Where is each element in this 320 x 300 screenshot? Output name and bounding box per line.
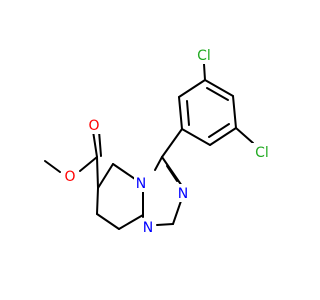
bond xyxy=(166,165,178,182)
bond xyxy=(96,187,99,215)
bond xyxy=(79,156,98,172)
bond xyxy=(204,79,234,97)
bond xyxy=(161,128,183,158)
bond xyxy=(112,163,136,180)
bond xyxy=(172,197,183,225)
molecule-structure: Cl Cl O O N N N xyxy=(44,46,273,236)
bond xyxy=(118,214,144,230)
bond xyxy=(154,156,163,171)
bond xyxy=(96,213,120,230)
bond xyxy=(232,95,237,129)
nitrogen-label: N xyxy=(143,220,153,236)
atom-o-ester: O xyxy=(63,167,77,185)
bond xyxy=(181,128,211,146)
bond xyxy=(203,63,206,81)
bond xyxy=(98,130,102,157)
atom-n-triazole-lower: N xyxy=(141,218,155,236)
atom-labels: Cl Cl O O N N N xyxy=(63,46,273,236)
bond xyxy=(97,163,114,189)
bonds xyxy=(44,63,254,230)
atom-cl-top: Cl xyxy=(193,46,215,64)
bond xyxy=(186,100,190,126)
atom-n-triazole-upper: N xyxy=(176,184,190,202)
bond xyxy=(206,87,229,101)
bond xyxy=(208,123,230,138)
atom-o-carbonyl: O xyxy=(87,116,101,134)
bond xyxy=(209,127,237,146)
bond xyxy=(178,79,206,98)
chlorine-label: Cl xyxy=(255,145,269,161)
bond xyxy=(161,156,183,187)
atom-n-ring: N xyxy=(134,174,148,192)
bond xyxy=(92,130,98,158)
nitrogen-label: N xyxy=(136,176,146,192)
bond xyxy=(235,127,254,144)
oxygen-label: O xyxy=(64,169,75,185)
chlorine-label: Cl xyxy=(197,48,211,64)
bond xyxy=(178,96,183,130)
nitrogen-label: N xyxy=(178,186,188,202)
oxygen-label: O xyxy=(88,118,99,134)
bond xyxy=(156,223,174,226)
bond xyxy=(96,156,99,189)
bond xyxy=(44,160,61,173)
atom-cl-right: Cl xyxy=(251,143,273,161)
